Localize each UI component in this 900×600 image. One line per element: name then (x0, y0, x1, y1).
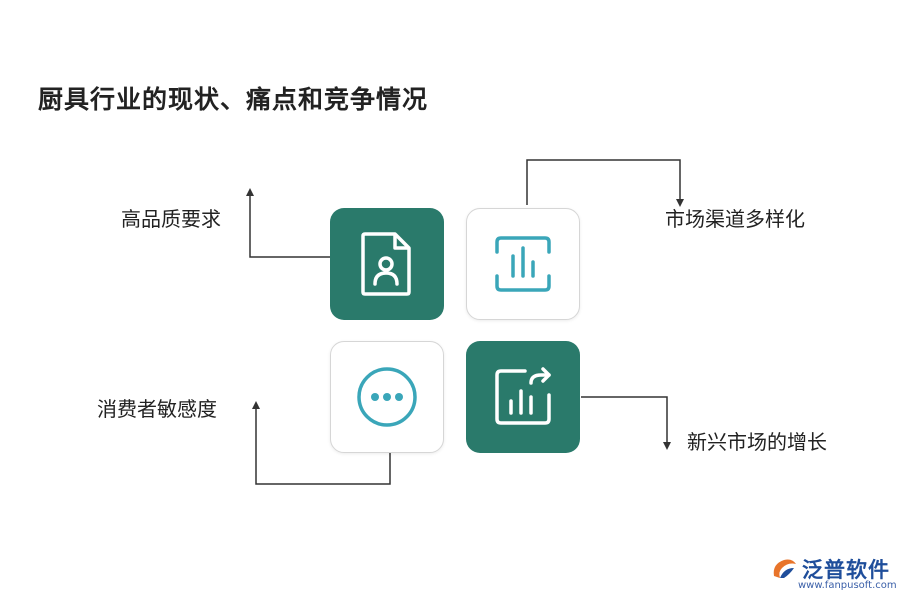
connector-top-right (526, 159, 684, 207)
more-dots-icon (357, 367, 417, 427)
tile-document-user (330, 208, 444, 320)
connector-top-left (246, 188, 330, 258)
connector-bottom-right (581, 396, 671, 450)
tile-more-dots (330, 341, 444, 453)
label-channel-diversity: 市场渠道多样化 (665, 207, 805, 231)
brand-url: www.fanpusoft.com (798, 580, 897, 591)
tile-chart-export (466, 341, 580, 453)
document-user-icon (361, 232, 411, 296)
bar-scan-icon (495, 236, 551, 292)
page-title: 厨具行业的现状、痛点和竞争情况 (38, 85, 429, 114)
label-emerging-market-growth: 新兴市场的增长 (687, 430, 827, 454)
chart-export-icon (495, 367, 551, 425)
label-high-quality: 高品质要求 (121, 207, 221, 231)
label-consumer-sensitivity: 消费者敏感度 (97, 397, 217, 421)
connector-bottom-left (252, 401, 391, 485)
fanpu-logo-icon (773, 559, 796, 578)
brand-logo: 泛普软件 (770, 554, 890, 584)
brand-name: 泛普软件 (802, 558, 890, 582)
tile-bar-scan (466, 208, 580, 320)
